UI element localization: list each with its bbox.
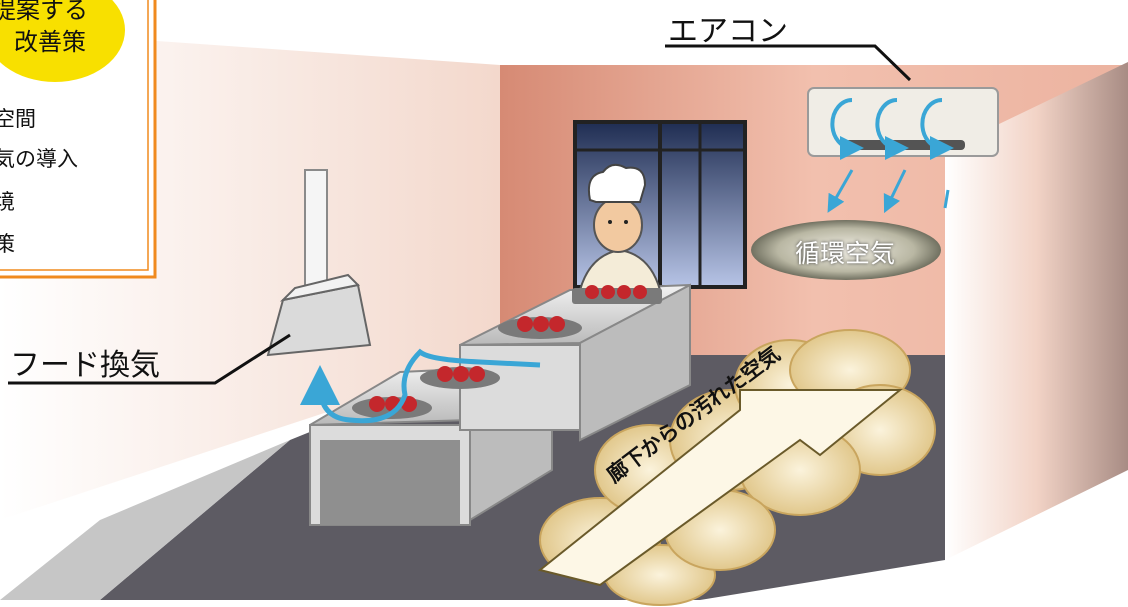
circulating-air-badge (751, 220, 941, 280)
proposal-badge-line2: 改善策 (14, 28, 86, 56)
circulating-air-label: 循環空気 (795, 239, 896, 268)
air-conditioner-unit (807, 87, 999, 214)
proposal-item-4: 策 (0, 232, 15, 256)
chef (572, 163, 662, 304)
floor-edge (0, 440, 290, 600)
dirty-air-arrow (537, 389, 903, 587)
hood-fan (266, 169, 372, 357)
proposal-badge-line1: 提案する (0, 0, 88, 24)
aircon-label: エアコン (668, 14, 788, 49)
hood-label: フード換気 (10, 348, 160, 383)
aircon-leader-line (665, 44, 912, 82)
proposal-item-3: 境 (0, 190, 15, 214)
proposal-item-2: 気の導入 (0, 147, 78, 171)
proposal-box (0, 0, 157, 279)
hood-leader-line (8, 333, 291, 385)
right-wall (945, 62, 1128, 560)
hood-airflow-arrow (300, 348, 541, 424)
proposal-badge (0, 0, 125, 82)
food-trays (352, 316, 582, 419)
proposal-item-1: 空間 (0, 107, 36, 131)
